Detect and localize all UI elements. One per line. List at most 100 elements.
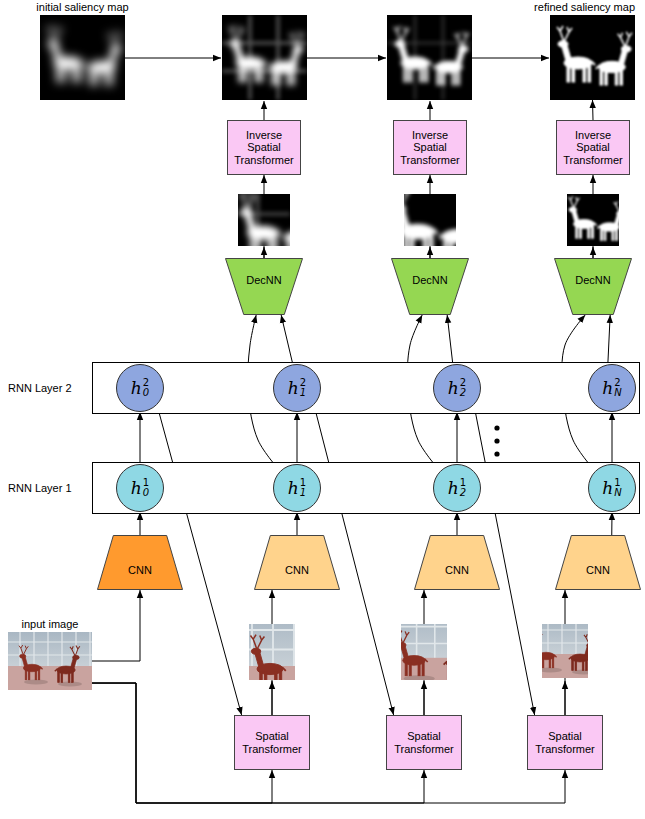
connector-arrow xyxy=(297,512,298,535)
connector-arrow xyxy=(457,512,458,535)
state-circle: h02 xyxy=(116,364,164,412)
rect-fill xyxy=(387,716,462,770)
box-label: DecNN xyxy=(412,274,447,287)
connector-arrow xyxy=(592,100,594,120)
state-symbol: h xyxy=(131,480,143,497)
saliency-blob xyxy=(47,26,122,85)
encoder-trapezoid: CNN xyxy=(97,535,183,590)
photo-scene xyxy=(383,614,492,689)
state-circle: h11 xyxy=(273,464,321,512)
circle-fill xyxy=(434,465,481,512)
transformer-box: Inverse Spatial Transformer xyxy=(227,120,301,175)
ellipsis-dot xyxy=(494,438,499,443)
flow-arrow xyxy=(307,58,386,59)
state-circle: h21 xyxy=(433,464,481,512)
box-label: Spatial Transformer xyxy=(238,730,306,755)
trapDown-fill xyxy=(226,259,303,315)
map-ground xyxy=(550,15,635,100)
ellipsis-dot xyxy=(494,425,499,430)
box-label: Inverse Spatial Transformer xyxy=(231,129,297,167)
step-index: N xyxy=(614,488,621,498)
decoder-trapezoid: DecNN xyxy=(391,258,469,315)
map-ground xyxy=(40,15,125,100)
trapUp-outline xyxy=(555,535,641,590)
input-photo xyxy=(8,632,92,690)
layer-label: RNN Layer 1 xyxy=(8,482,72,495)
connector-arrow xyxy=(140,512,141,535)
circle-fill xyxy=(589,365,636,412)
photo-scene xyxy=(8,632,92,690)
state-circle: h12 xyxy=(273,364,321,412)
trapUp-outline xyxy=(414,535,500,590)
step-index: 1 xyxy=(300,488,306,498)
connector-arrow xyxy=(447,315,453,364)
saliency-map xyxy=(550,15,635,100)
saliency-blob xyxy=(394,26,469,85)
state-circle: hN2 xyxy=(588,364,636,412)
box-label: Spatial Transformer xyxy=(390,730,458,755)
step-index: 1 xyxy=(300,388,306,398)
trapUp-fill xyxy=(255,536,340,590)
map-ground xyxy=(387,15,472,100)
rect-fill xyxy=(228,121,301,175)
flow-arrow xyxy=(272,681,273,715)
state-symbol: h xyxy=(131,380,143,397)
layer-index: 2 xyxy=(614,378,621,388)
step-index: N xyxy=(614,388,621,398)
trapDown-outline xyxy=(225,258,303,315)
box-label: CNN xyxy=(445,564,469,577)
flow-arrow xyxy=(593,247,594,258)
circle-fill xyxy=(434,365,481,412)
photo-scene xyxy=(234,615,360,702)
map-ground xyxy=(222,15,307,100)
saliency-blob xyxy=(240,192,322,257)
connector-arrow xyxy=(92,590,140,661)
trapUp-fill xyxy=(556,536,641,590)
flow-arrow xyxy=(424,681,425,715)
trapUp-fill xyxy=(98,536,183,590)
rect-fill xyxy=(528,716,603,770)
state-circle: h01 xyxy=(116,464,164,512)
state-symbol: h xyxy=(602,480,614,497)
flow-arrow xyxy=(125,58,221,59)
encoder-trapezoid: CNN xyxy=(555,535,641,590)
state-circle: hN1 xyxy=(588,464,636,512)
decoder-output xyxy=(238,192,322,257)
flow-arrow xyxy=(430,101,431,120)
connector-arrow xyxy=(612,412,613,464)
box-label: CNN xyxy=(285,564,309,577)
saliency-blob xyxy=(557,26,632,85)
layer-band: RNN Layer 1h01h11h21hN1 xyxy=(92,462,640,514)
saliency-map: refined saliency map xyxy=(550,15,635,100)
flow-arrow xyxy=(264,101,265,120)
state-symbol: h xyxy=(448,380,460,397)
input-image: input image xyxy=(8,632,92,690)
circle-fill xyxy=(274,465,321,512)
layer-index: 1 xyxy=(614,478,621,488)
layer-index: 1 xyxy=(143,478,149,488)
step-index: 0 xyxy=(143,388,149,398)
ellipsis-dots xyxy=(494,425,499,456)
step-index: 2 xyxy=(460,388,466,398)
state-symbol: h xyxy=(288,380,300,397)
step-index: 0 xyxy=(143,488,149,498)
circle-fill xyxy=(274,365,321,412)
saliency-blob xyxy=(392,187,482,258)
decoder-output xyxy=(392,187,482,258)
ellipsis-dot xyxy=(494,451,499,456)
box-label: CNN xyxy=(128,564,152,577)
layer-label: RNN Layer 2 xyxy=(8,382,72,395)
transformer-box: Inverse Spatial Transformer xyxy=(556,120,630,175)
rect-fill xyxy=(394,121,467,175)
layer-index: 2 xyxy=(460,378,466,388)
layer-index: 1 xyxy=(460,478,466,488)
connector-arrow xyxy=(140,412,141,464)
circle-fill xyxy=(117,365,164,412)
image-caption: input image xyxy=(22,618,79,630)
band-fill xyxy=(93,363,640,414)
state-symbol: h xyxy=(448,480,460,497)
decoder-trapezoid: DecNN xyxy=(554,258,632,315)
band-outline xyxy=(92,362,640,414)
photo-scene xyxy=(522,620,606,678)
